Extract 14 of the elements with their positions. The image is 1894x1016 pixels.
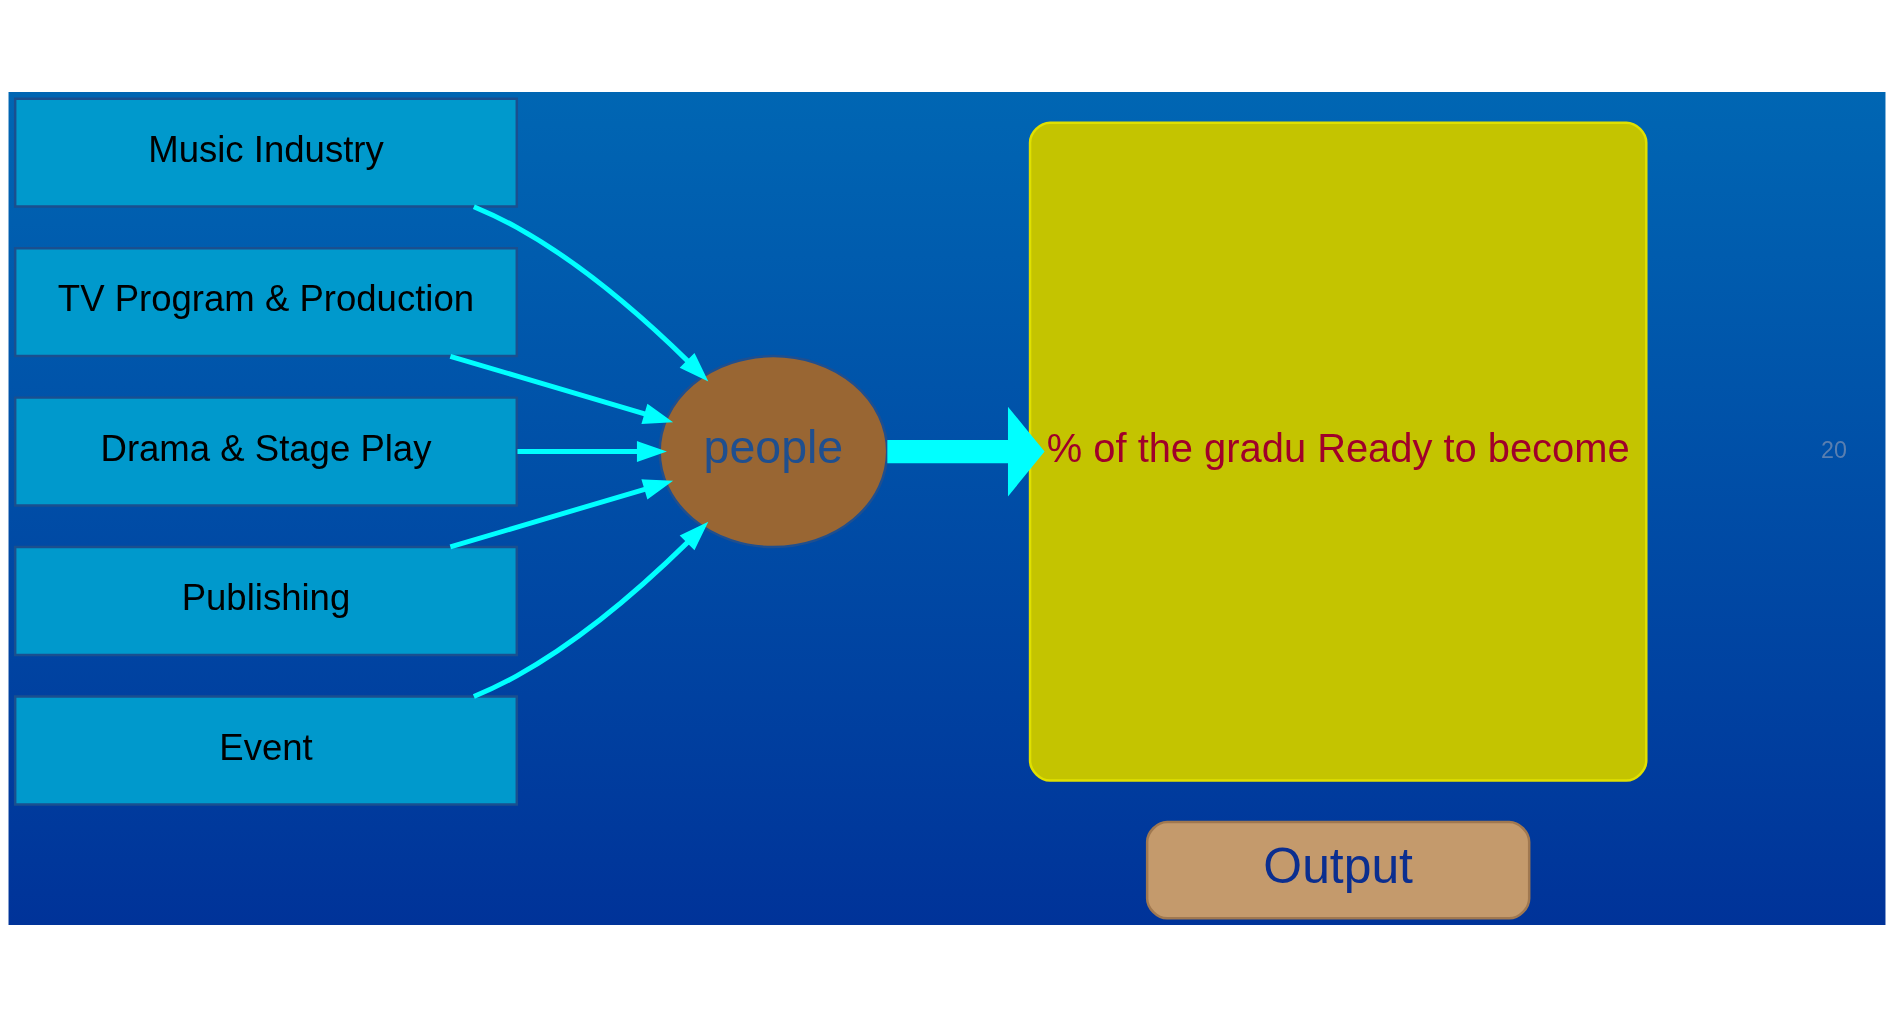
arrow [472, 521, 709, 699]
node-box: % of the gradu Ready to become [1028, 121, 1648, 782]
arrow [449, 478, 674, 549]
node-box: Event [13, 694, 519, 806]
arrow [472, 203, 709, 381]
node-box: Publishing [13, 545, 519, 656]
arrow [449, 353, 674, 424]
arrow [887, 406, 1045, 496]
node-box: Drama & Stage Play [13, 395, 519, 507]
node-box: TV Program & Production [13, 246, 519, 357]
label: 20 [1821, 436, 1847, 463]
node-box: Music Industry [13, 96, 519, 208]
arrow [517, 440, 667, 462]
node-box: Output [1145, 820, 1531, 920]
